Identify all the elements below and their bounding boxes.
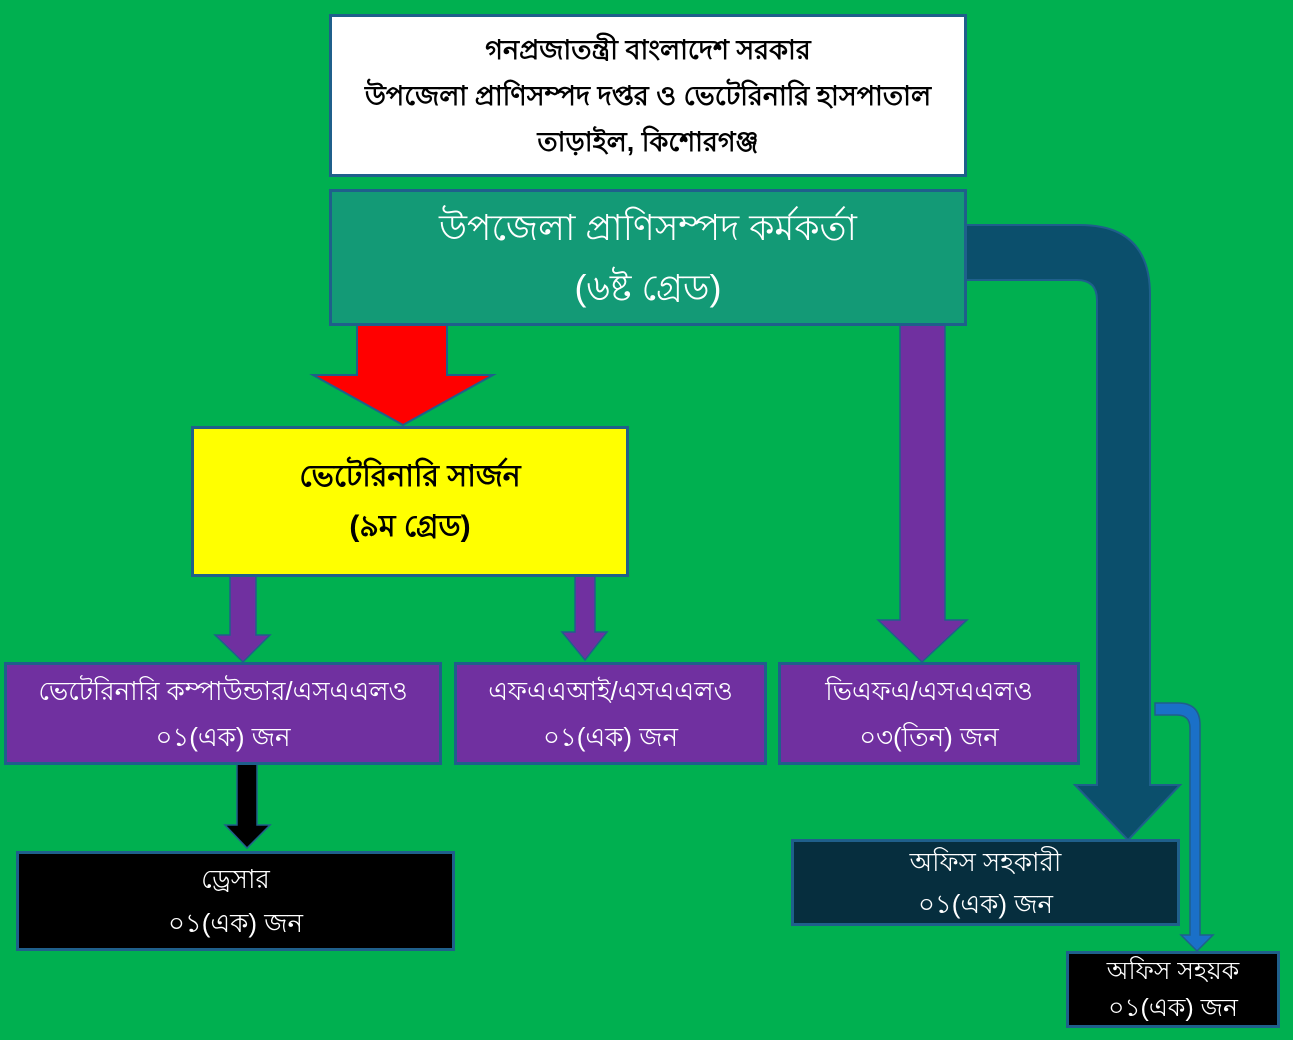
office-helper-box: অফিস সহয়ক ০১(এক) জন (1066, 951, 1280, 1028)
staff-title: অফিস সহকারী (909, 846, 1062, 877)
arrow-to-faai (560, 575, 609, 662)
red-arrow-to-surgeon (309, 324, 497, 427)
staff-count: ০৩(তিন) জন (859, 721, 999, 752)
staff-count: ০১(এক) জন (917, 888, 1054, 919)
officer-box: উপজেলা প্রাণিসম্পদ কর্মকর্তা (৬ষ্ট গ্রেড… (329, 189, 967, 326)
surgeon-title: ভেটেরিনারি সার্জন (299, 459, 521, 493)
staff-count: ০১(এক) জন (542, 721, 679, 752)
header-box: গনপ্রজাতন্ত্রী বাংলাদেশ সরকার উপজেলা প্র… (329, 14, 967, 177)
header-line-government: গনপ্রজাতন্ত্রী বাংলাদেশ সরকার (485, 34, 811, 65)
office-assistant-box: অফিস সহকারী ০১(এক) জন (791, 839, 1180, 926)
staff-count: ০১(এক) জন (1108, 993, 1238, 1022)
staff-title: এফএএআই/এসএএলও (488, 675, 733, 706)
header-line-office: উপজেলা প্রাণিসম্পদ দপ্তর ও ভেটেরিনারি হা… (364, 80, 932, 111)
arrow-to-vfa (876, 324, 969, 664)
vfa-box: ভিএফএ/এসএএলও ০৩(তিন) জন (778, 662, 1080, 765)
staff-count: ০১(এক) জন (155, 721, 291, 752)
curved-arrow-to-office-helper (1154, 702, 1215, 953)
header-line-location: তাড়াইল, কিশোরগঞ্জ (537, 126, 759, 157)
surgeon-box: ভেটেরিনারি সার্জন (৯ম গ্রেড) (191, 426, 629, 577)
staff-title: ভেটেরিনারি কম্পাউন্ডার/এসএএলও (38, 675, 408, 706)
staff-title: অফিস সহয়ক (1106, 956, 1240, 985)
staff-title: ড্রেসার (201, 864, 270, 894)
arrow-to-compounder (213, 575, 272, 664)
surgeon-grade: (৯ম গ্রেড) (349, 509, 471, 543)
arrow-to-dresser (223, 763, 272, 850)
compounder-box: ভেটেরিনারি কম্পাউন্ডার/এসএএলও ০১(এক) জন (4, 662, 442, 765)
officer-title: উপজেলা প্রাণিসম্পদ কর্মকর্তা (438, 206, 858, 248)
dresser-box: ড্রেসার ০১(এক) জন (16, 851, 455, 951)
officer-grade: (৬ষ্ট গ্রেড) (574, 266, 722, 308)
staff-count: ০১(এক) জন (167, 908, 304, 938)
staff-title: ভিএফএ/এসএএলও (825, 675, 1033, 706)
faai-box: এফএএআই/এসএএলও ০১(এক) জন (454, 662, 767, 765)
curved-arrow-to-office-assistant (965, 224, 1183, 842)
